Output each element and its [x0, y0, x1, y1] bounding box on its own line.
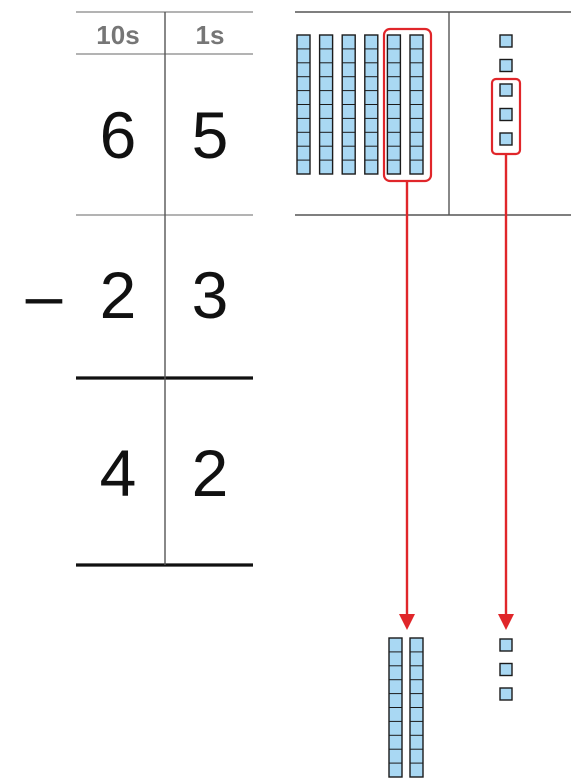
tens-rod: [389, 638, 402, 777]
ones-column-header: 1s: [196, 20, 225, 50]
ones-cube: [500, 688, 512, 700]
starting-tens-rods: [297, 35, 423, 174]
minus-sign: –: [26, 258, 63, 332]
ones-cube: [500, 664, 512, 676]
difference-tens-digit: 4: [100, 436, 137, 510]
ones-arrowhead-icon: [498, 614, 514, 630]
tens-rod: [410, 638, 423, 777]
tens-rod: [320, 35, 333, 174]
tens-rod: [410, 35, 423, 174]
tens-rod: [342, 35, 355, 174]
ones-cube: [500, 60, 512, 72]
removed-tens-rods: [389, 638, 423, 777]
tens-rod: [297, 35, 310, 174]
ones-cube: [500, 133, 512, 145]
base-ten-blocks-panel: [295, 12, 571, 777]
ones-cube: [500, 35, 512, 47]
ones-cube: [500, 639, 512, 651]
subtrahend-ones-digit: 3: [192, 258, 229, 332]
tens-arrowhead-icon: [399, 614, 415, 630]
minuend-tens-digit: 6: [100, 98, 137, 172]
ones-cube: [500, 109, 512, 121]
place-value-chart: 10s 1s – 6 5 2 3 4 2: [26, 12, 253, 565]
subtrahend-tens-digit: 2: [100, 258, 137, 332]
difference-ones-digit: 2: [192, 436, 229, 510]
minuend-ones-digit: 5: [192, 98, 229, 172]
ones-cube: [500, 84, 512, 96]
tens-rod: [387, 35, 400, 174]
tens-rod: [365, 35, 378, 174]
removed-ones-cubes: [500, 639, 512, 700]
starting-ones-cubes: [500, 35, 512, 145]
tens-column-header: 10s: [96, 20, 139, 50]
